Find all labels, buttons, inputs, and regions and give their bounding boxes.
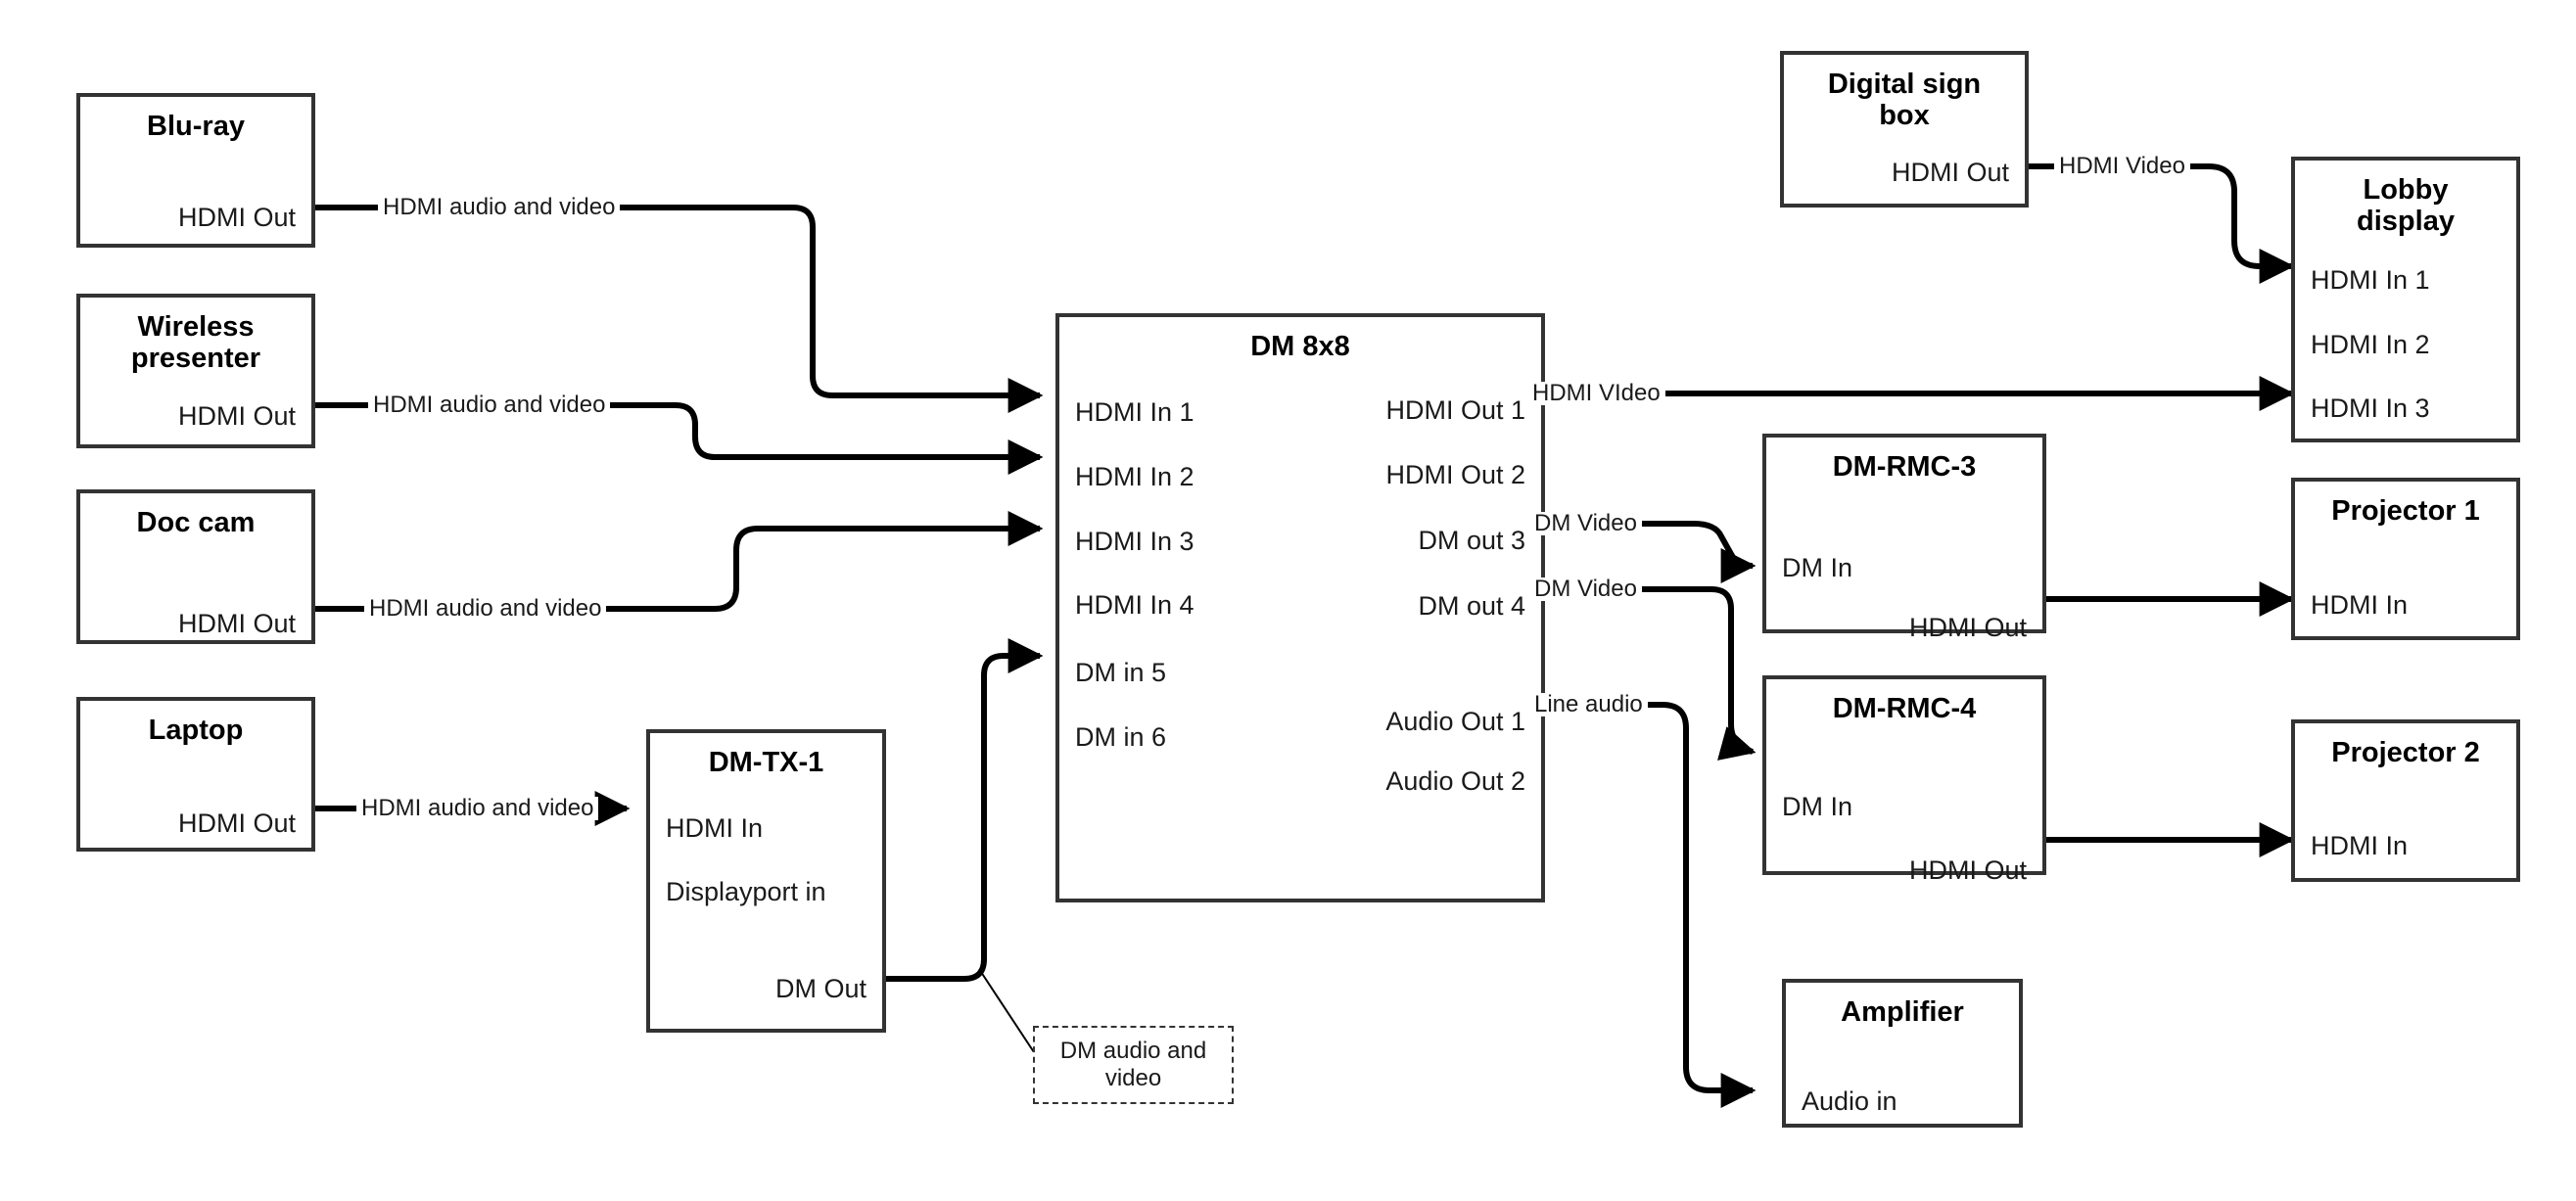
node-lobby-display[interactable]: Lobby display HDMI In 1 HDMI In 2 HDMI I… bbox=[2291, 157, 2520, 442]
node-bluray[interactable]: Blu-ray HDMI Out bbox=[76, 93, 315, 248]
port-dm-tx-1-dm-out[interactable]: DM Out bbox=[774, 974, 866, 1004]
edge-label-audio1-to-amp: Line audio bbox=[1529, 693, 1648, 716]
port-dm-8x8-dm-in-5[interactable]: DM in 5 bbox=[1075, 658, 1167, 688]
port-dm-8x8-dm-out-3[interactable]: DM out 3 bbox=[1418, 526, 1525, 556]
port-dm-8x8-hdmi-out-1[interactable]: HDMI Out 1 bbox=[1385, 395, 1525, 426]
port-amplifier-audio-in[interactable]: Audio in bbox=[1802, 1086, 1897, 1117]
node-wireless-presenter-ports: HDMI Out bbox=[80, 375, 311, 444]
node-dm-rmc-3[interactable]: DM-RMC-3 DM In HDMI Out bbox=[1762, 434, 2046, 641]
edge-label-doccam-to-in3: HDMI audio and video bbox=[364, 597, 607, 621]
node-amplifier-title: Amplifier bbox=[1841, 996, 1964, 1028]
node-dm-8x8-ports: HDMI In 1 HDMI In 2 HDMI In 3 HDMI In 4 … bbox=[1059, 362, 1541, 899]
node-laptop-title: Laptop bbox=[148, 715, 244, 746]
callout-dm-audio-and-video: DM audio and video bbox=[1033, 1026, 1234, 1104]
wire-dm-out-4-to-rmc4 bbox=[1545, 586, 1756, 761]
wire-dmtx1-to-dm-in-5 bbox=[886, 638, 1044, 982]
node-laptop-ports: HDMI Out bbox=[80, 746, 311, 848]
node-dm-8x8-title: DM 8x8 bbox=[1250, 331, 1350, 362]
edge-label-out3-to-rmc3: DM Video bbox=[1529, 512, 1642, 535]
port-wireless-presenter-hdmi-out[interactable]: HDMI Out bbox=[177, 400, 296, 431]
node-dm-rmc-4-title: DM-RMC-4 bbox=[1832, 693, 1977, 724]
node-amplifier[interactable]: Amplifier Audio in bbox=[1782, 979, 2023, 1128]
port-dm-rmc-4-hdmi-out[interactable]: HDMI Out bbox=[1908, 855, 2027, 886]
node-digital-sign-box-ports: HDMI Out bbox=[1784, 132, 2025, 204]
port-dm-rmc-3-dm-in[interactable]: DM In bbox=[1782, 553, 1853, 583]
node-dm-rmc-4-ports: DM In HDMI Out bbox=[1766, 724, 2042, 884]
edge-label-out1-to-lobby3: HDMI VIdeo bbox=[1527, 382, 1665, 405]
node-dm-rmc-3-ports: DM In HDMI Out bbox=[1766, 483, 2042, 641]
node-lobby-display-title: Lobby display bbox=[2357, 174, 2455, 238]
node-lobby-display-ports: HDMI In 1 HDMI In 2 HDMI In 3 bbox=[2295, 238, 2516, 439]
node-projector-2-title: Projector 2 bbox=[2331, 737, 2480, 768]
node-doc-cam[interactable]: Doc cam HDMI Out bbox=[76, 489, 315, 644]
port-dm-8x8-dm-in-6[interactable]: DM in 6 bbox=[1075, 722, 1167, 753]
port-laptop-hdmi-out[interactable]: HDMI Out bbox=[177, 808, 296, 839]
port-dm-8x8-hdmi-in-3[interactable]: HDMI In 3 bbox=[1075, 527, 1194, 557]
node-dm-tx-1[interactable]: DM-TX-1 HDMI In Displayport in DM Out bbox=[646, 729, 886, 1033]
edge-label-wireless-to-in2: HDMI audio and video bbox=[368, 393, 611, 417]
node-laptop[interactable]: Laptop HDMI Out bbox=[76, 697, 315, 852]
port-lobby-display-hdmi-in-3[interactable]: HDMI In 3 bbox=[2311, 393, 2430, 423]
node-amplifier-ports: Audio in bbox=[1786, 1028, 2019, 1124]
port-dm-rmc-4-dm-in[interactable]: DM In bbox=[1782, 792, 1853, 822]
port-doc-cam-hdmi-out[interactable]: HDMI Out bbox=[177, 609, 296, 639]
port-dm-tx-1-displayport-in[interactable]: Displayport in bbox=[666, 877, 826, 907]
node-digital-sign-box[interactable]: Digital sign box HDMI Out bbox=[1780, 51, 2029, 208]
node-doc-cam-ports: HDMI Out bbox=[80, 538, 311, 640]
port-dm-8x8-dm-out-4[interactable]: DM out 4 bbox=[1418, 591, 1525, 622]
port-dm-8x8-hdmi-in-1[interactable]: HDMI In 1 bbox=[1075, 397, 1194, 428]
port-digital-sign-box-hdmi-out[interactable]: HDMI Out bbox=[1891, 157, 2009, 187]
port-dm-8x8-hdmi-out-2[interactable]: HDMI Out 2 bbox=[1385, 460, 1525, 490]
edge-label-bluray-to-in1: HDMI audio and video bbox=[378, 196, 621, 219]
wire-audio-out-1-to-amplifier bbox=[1545, 702, 1756, 1108]
node-projector-1-ports: HDMI In bbox=[2295, 527, 2516, 636]
wire-bluray-to-hdmi-in-1 bbox=[315, 205, 1044, 413]
node-projector-1[interactable]: Projector 1 HDMI In bbox=[2291, 478, 2520, 640]
port-dm-8x8-audio-out-2[interactable]: Audio Out 2 bbox=[1385, 766, 1525, 797]
edge-label-laptop-to-tx1: HDMI audio and video bbox=[356, 797, 599, 820]
node-dm-8x8[interactable]: DM 8x8 HDMI In 1 HDMI In 2 HDMI In 3 HDM… bbox=[1055, 313, 1545, 902]
port-projector-1-hdmi-in[interactable]: HDMI In bbox=[2311, 590, 2409, 621]
node-doc-cam-title: Doc cam bbox=[136, 507, 256, 538]
port-dm-8x8-audio-out-1[interactable]: Audio Out 1 bbox=[1385, 707, 1525, 737]
node-bluray-ports: HDMI Out bbox=[80, 142, 311, 244]
port-lobby-display-hdmi-in-1[interactable]: HDMI In 1 bbox=[2311, 264, 2430, 295]
node-digital-sign-box-title: Digital sign box bbox=[1827, 69, 1982, 132]
port-dm-tx-1-hdmi-in[interactable]: HDMI In bbox=[666, 813, 764, 844]
node-projector-2-ports: HDMI In bbox=[2295, 768, 2516, 878]
node-wireless-presenter[interactable]: Wireless presenter HDMI Out bbox=[76, 294, 315, 448]
port-bluray-hdmi-out[interactable]: HDMI Out bbox=[177, 203, 296, 233]
node-dm-tx-1-ports: HDMI In Displayport in DM Out bbox=[650, 778, 882, 1029]
wire-digital-sign-to-lobby-hdmi-in-1 bbox=[2029, 163, 2295, 284]
node-bluray-title: Blu-ray bbox=[147, 111, 245, 142]
port-projector-2-hdmi-in[interactable]: HDMI In bbox=[2311, 831, 2409, 861]
node-projector-2[interactable]: Projector 2 HDMI In bbox=[2291, 719, 2520, 882]
port-lobby-display-hdmi-in-2[interactable]: HDMI In 2 bbox=[2311, 329, 2430, 359]
node-dm-rmc-4[interactable]: DM-RMC-4 DM In HDMI Out bbox=[1762, 675, 2046, 884]
port-dm-8x8-hdmi-in-2[interactable]: HDMI In 2 bbox=[1075, 462, 1194, 492]
node-dm-rmc-3-title: DM-RMC-3 bbox=[1832, 451, 1977, 483]
port-dm-8x8-hdmi-in-4[interactable]: HDMI In 4 bbox=[1075, 590, 1194, 621]
node-wireless-presenter-title: Wireless presenter bbox=[130, 311, 261, 375]
port-dm-rmc-3-hdmi-out[interactable]: HDMI Out bbox=[1908, 613, 2027, 643]
edge-label-out4-to-rmc4: DM Video bbox=[1529, 577, 1642, 601]
edge-label-sign-to-lobby1: HDMI Video bbox=[2054, 155, 2190, 178]
node-dm-tx-1-title: DM-TX-1 bbox=[708, 747, 824, 778]
node-projector-1-title: Projector 1 bbox=[2331, 495, 2480, 527]
wire-callout-leader bbox=[978, 968, 1037, 1056]
